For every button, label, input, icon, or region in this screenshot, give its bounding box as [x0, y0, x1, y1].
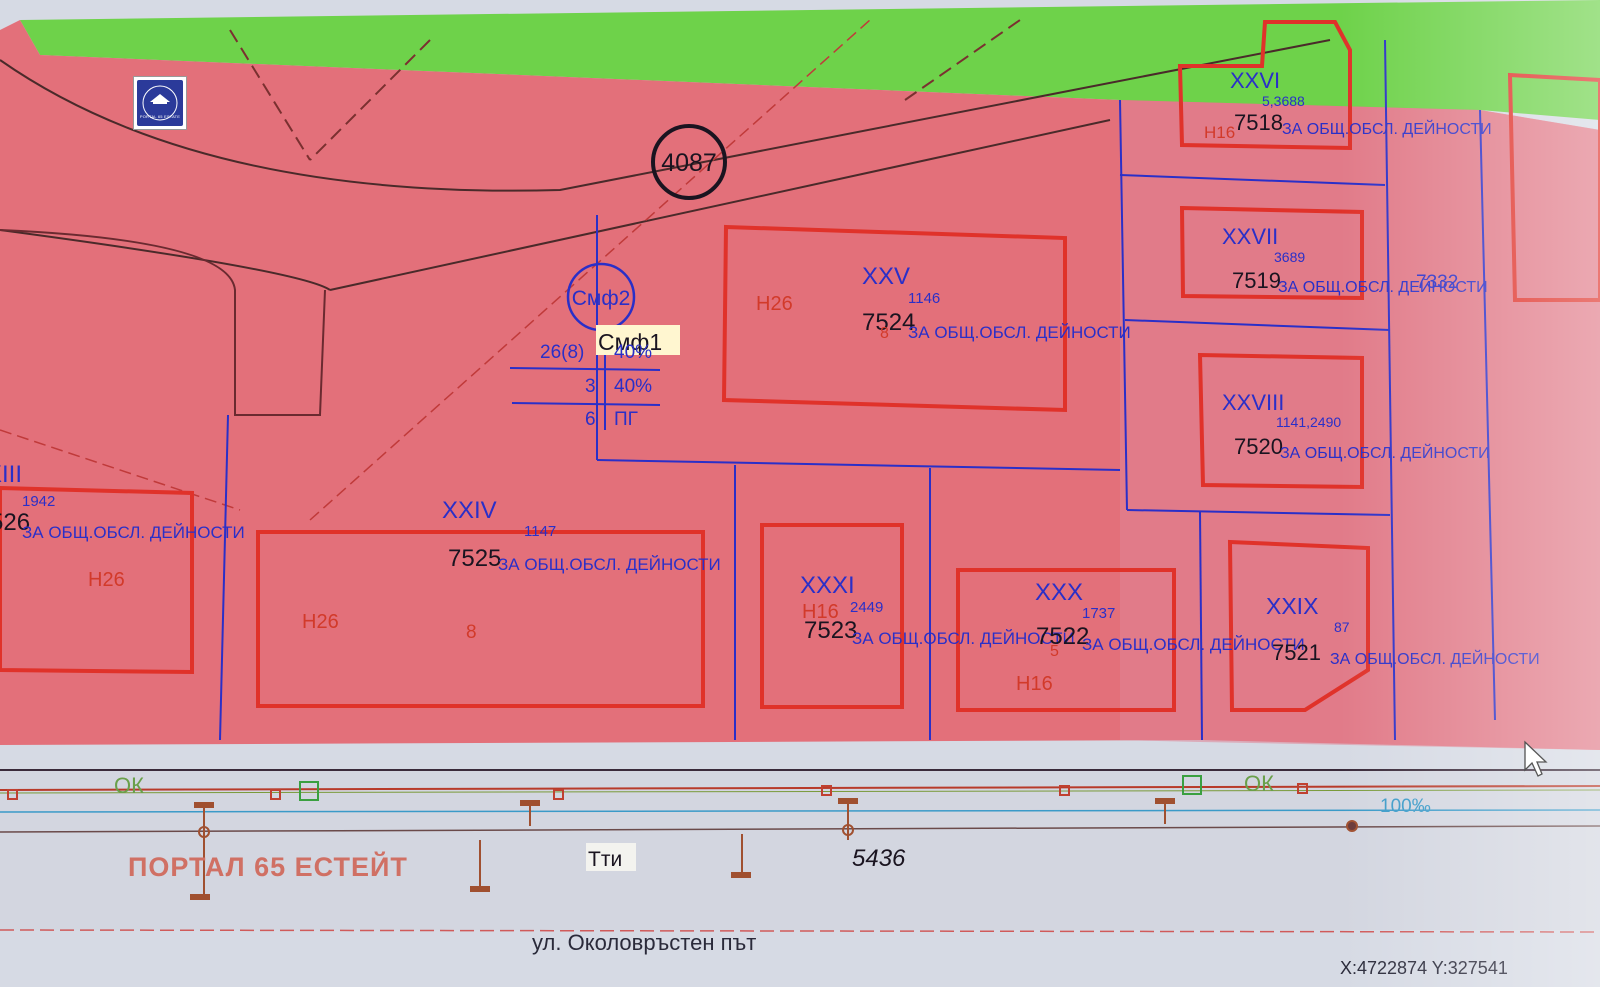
road-label-tti: Тти	[588, 848, 622, 871]
dashed-diagonal-1	[229, 29, 311, 161]
boundary-line	[329, 119, 1111, 291]
parcel-purpose: ЗА ОБЩ.ОБСЛ. ДЕЙНОСТИ	[1282, 119, 1492, 138]
zone-code-smf2: Смф2	[572, 287, 631, 310]
building-zones	[0, 20, 1600, 712]
parcel-sub: 3689	[1274, 249, 1305, 265]
cursor-coordinates-readout: X:4722874 Y:327541	[1340, 958, 1508, 978]
road-label-ok: ОК	[1244, 771, 1274, 796]
parcel-sub: 87	[1334, 619, 1350, 635]
zone-density: 26(8)	[540, 342, 584, 363]
zone-pg: ПГ	[614, 409, 638, 430]
parcel-roman: XXV	[862, 263, 910, 290]
boundary-curve	[0, 39, 1331, 192]
parcel-roman: XXVI	[1230, 68, 1280, 93]
parcel-height: Н16	[1016, 673, 1053, 695]
parcel-roman: XXIV	[442, 497, 497, 524]
parcel-number: 7522	[1036, 623, 1089, 650]
road-label-ok: ОК	[114, 773, 144, 798]
parcel-height: Н26	[756, 293, 793, 315]
utility-line-brown	[0, 825, 1600, 833]
parcel-sub: 1146	[908, 290, 940, 307]
parcel-height: Н26	[88, 569, 125, 591]
street-name-label: ул. Околовръстен път	[532, 930, 757, 955]
zone-density-pct: 40%	[614, 342, 652, 363]
parcel-floors: 8	[880, 325, 889, 342]
parcel-height: Н26	[302, 611, 339, 633]
mouse-cursor-icon	[1524, 740, 1548, 777]
parcel-purpose: ЗА ОБЩ.ОБСЛ. ДЕЙНОСТИ	[908, 323, 1131, 342]
parcel-number: 7521	[1272, 640, 1321, 665]
parcel-height: Н16	[802, 601, 839, 623]
road-utilities: ОК ОК Тти 5436 100‰	[0, 771, 1600, 900]
parcel-roman: XIII	[0, 461, 22, 488]
parcel-sub: 1147	[524, 523, 556, 540]
parcel-floors: 5	[1050, 643, 1059, 660]
parcel-floors: 8	[466, 622, 477, 643]
dashed-diagonal-5	[0, 429, 241, 511]
parcel-sub: 5,3688	[1262, 93, 1305, 109]
road-label-slope: 100‰	[1380, 796, 1431, 817]
zone-code-smf1: Смф1	[598, 329, 662, 355]
zone-floors: 3	[585, 376, 596, 397]
parcel-purpose: ЗА ОБЩ.ОБСЛ. ДЕЙНОСТИ	[1278, 277, 1488, 296]
parcel-number-extra: 7332	[1416, 272, 1458, 293]
dashed-diagonal-3	[904, 19, 1021, 101]
zone-green-pct: 40%	[614, 376, 652, 397]
parcel-sub: 1942	[22, 493, 55, 510]
parcel-outline-left	[0, 229, 326, 416]
house-icon	[142, 85, 178, 121]
road-band	[0, 770, 1600, 930]
parcel-roman: XXX	[1035, 579, 1083, 606]
parcel-sub: 1141,2490	[1276, 414, 1341, 430]
portal-65-estate-logo: PORTAL 65 ESTATE	[133, 76, 187, 130]
road-label-tti-box	[586, 843, 636, 871]
logo-badge: PORTAL 65 ESTATE	[137, 80, 183, 126]
watermark: ПОРТАЛ 65 ЕСТЕЙТ	[128, 852, 408, 882]
parcel-number: 7525	[448, 545, 501, 572]
utility-line-cyan	[0, 809, 1600, 813]
parcel-number: 7524	[862, 309, 915, 336]
parcel-height: Н16	[1204, 123, 1235, 142]
parcel-roman: XXVIII	[1222, 390, 1284, 415]
parcel-number: 7519	[1232, 268, 1281, 293]
parcel-number: 526	[0, 509, 30, 536]
dashed-diagonal-2	[309, 39, 431, 161]
parcel-roman: XXXI	[800, 572, 855, 599]
logo-caption: PORTAL 65 ESTATE	[139, 114, 181, 119]
parcel-roman: XXVII	[1222, 224, 1278, 249]
parcel-purpose: ЗА ОБЩ.ОБСЛ. ДЕЙНОСТИ	[498, 555, 721, 574]
parcel-purpose: ЗА ОБЩ.ОБСЛ. ДЕЙНОСТИ	[22, 523, 245, 542]
zone-code-smf1-box	[596, 325, 680, 355]
block-number-label: 4087	[661, 149, 717, 177]
parcel-roman: XXIX	[1266, 593, 1318, 619]
zone-height: 6	[585, 409, 596, 430]
parcel-number: 7523	[804, 617, 857, 644]
parcel-number: 7518	[1234, 110, 1283, 135]
green-zone	[20, 0, 1600, 120]
parcel-purpose: ЗА ОБЩ.ОБСЛ. ДЕЙНОСТИ	[1082, 635, 1305, 654]
parcel-sub: 2449	[850, 599, 883, 616]
parcel-purpose: ЗА ОБЩ.ОБСЛ. ДЕЙНОСТИ	[852, 629, 1075, 648]
road-edge-bottom	[0, 929, 1600, 933]
parcel-purpose: ЗА ОБЩ.ОБСЛ. ДЕЙНОСТИ	[1280, 443, 1490, 462]
utility-line-green	[0, 789, 1600, 794]
road-label-5436: 5436	[852, 845, 906, 872]
parcel-purpose: ЗА ОБЩ.ОБСЛ. ДЕЙНОСТИ	[1330, 649, 1540, 668]
block-number-circle	[651, 124, 727, 200]
utility-line-red	[0, 785, 1600, 791]
parcel-number: 7520	[1234, 434, 1283, 459]
boundary-curve-2	[0, 229, 331, 291]
parcel-sub: 1737	[1082, 605, 1115, 622]
